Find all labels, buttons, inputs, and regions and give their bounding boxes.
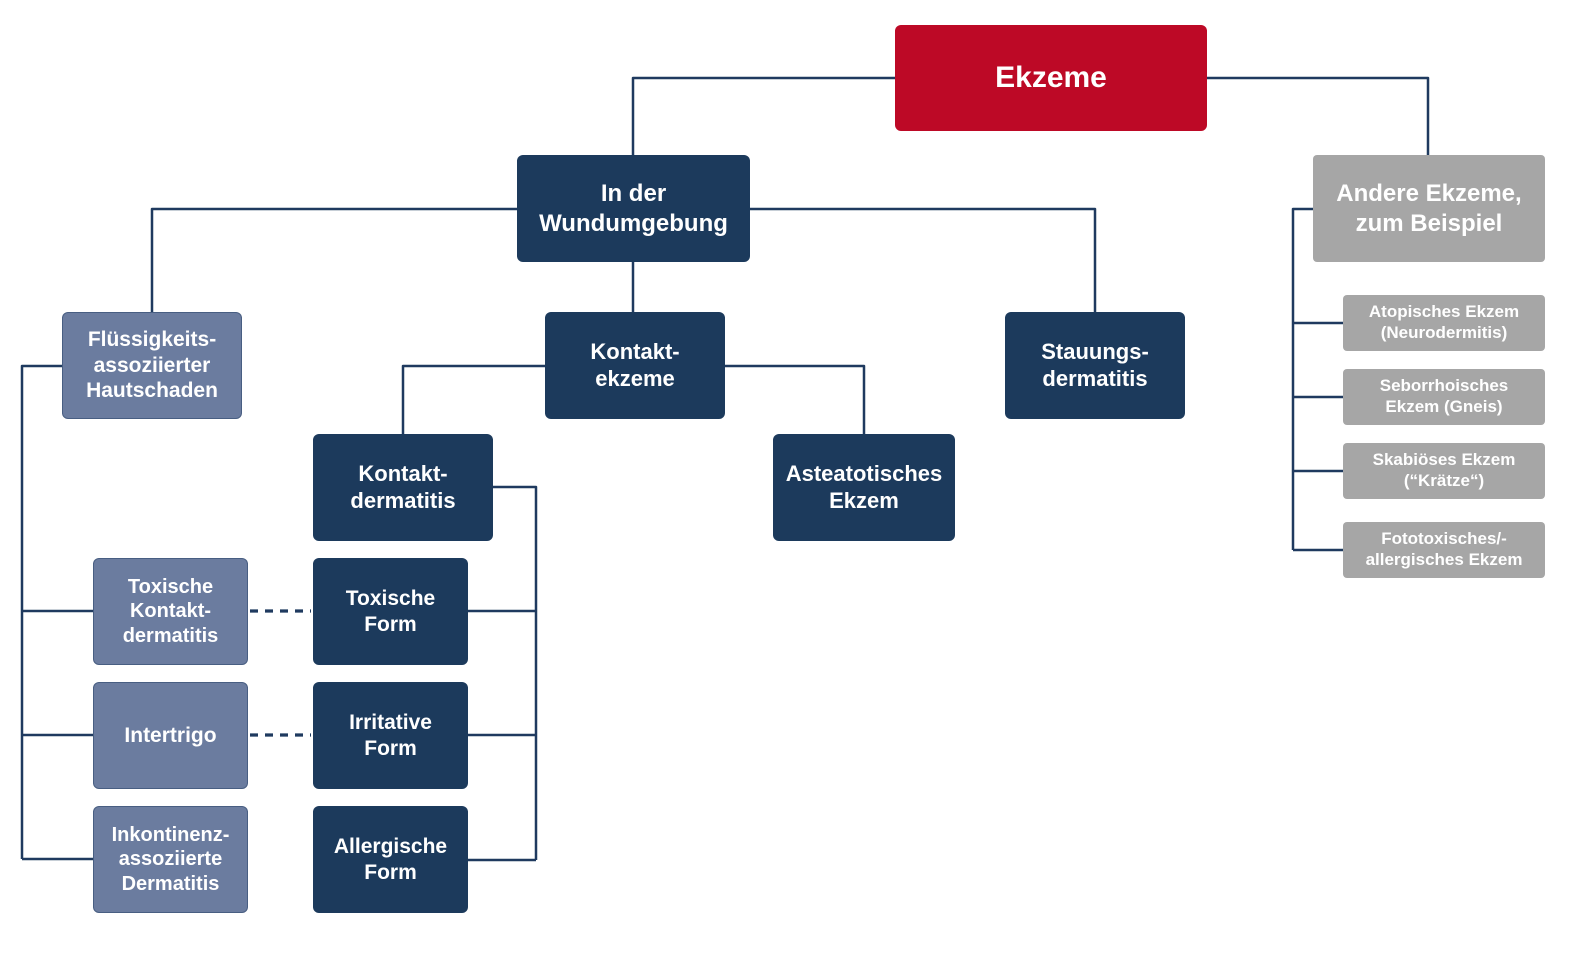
- node-kontaktdermatitis: Kontakt- dermatitis: [313, 434, 493, 541]
- node-toxische-kontaktdermatitis: Toxische Kontakt- dermatitis: [93, 558, 248, 665]
- node-atopisches-ekzem: Atopisches Ekzem (Neurodermitis): [1343, 295, 1545, 351]
- connector-fl-rail: [20, 364, 62, 859]
- node-andere-ekzeme: Andere Ekzeme, zum Beispiel: [1313, 155, 1545, 262]
- connector-ke-right: [725, 364, 866, 434]
- node-seborrhoisches-ekzem: Seborrhoisches Ekzem (Gneis): [1343, 369, 1545, 425]
- node-in-der-wundumgebung: In der Wundumgebung: [517, 155, 750, 262]
- connector-root-left: [631, 76, 895, 155]
- connector-kd-rail: [493, 485, 538, 860]
- node-intertrigo: Intertrigo: [93, 682, 248, 789]
- connector-ke-left: [401, 364, 545, 434]
- node-inkontinenz-assoziierte-dermatitis: Inkontinenz- assoziierte Dermatitis: [93, 806, 248, 913]
- connector-wund-right: [750, 207, 1097, 312]
- connector-andere-rail: [1291, 207, 1313, 550]
- connector-root-right: [1207, 76, 1430, 155]
- node-stauungsdermatitis: Stauungs- dermatitis: [1005, 312, 1185, 419]
- node-kontaktekzeme: Kontakt- ekzeme: [545, 312, 725, 419]
- node-ekzeme: Ekzeme: [895, 25, 1207, 131]
- node-allergische-form: Allergische Form: [313, 806, 468, 913]
- node-skabioeses-ekzem: Skabiöses Ekzem (“Krätze“): [1343, 443, 1545, 499]
- node-fototoxisches-allergisches-ekzem: Fototoxisches/- allergisches Ekzem: [1343, 522, 1545, 578]
- node-fluessigkeits-assoziierter-hautschaden: Flüssigkeits- assoziierter Hautschaden: [62, 312, 242, 419]
- node-asteatotisches-ekzem: Asteatotisches Ekzem: [773, 434, 955, 541]
- connector-wund-left: [150, 207, 517, 312]
- node-toxische-form: Toxische Form: [313, 558, 468, 665]
- node-irritative-form: Irritative Form: [313, 682, 468, 789]
